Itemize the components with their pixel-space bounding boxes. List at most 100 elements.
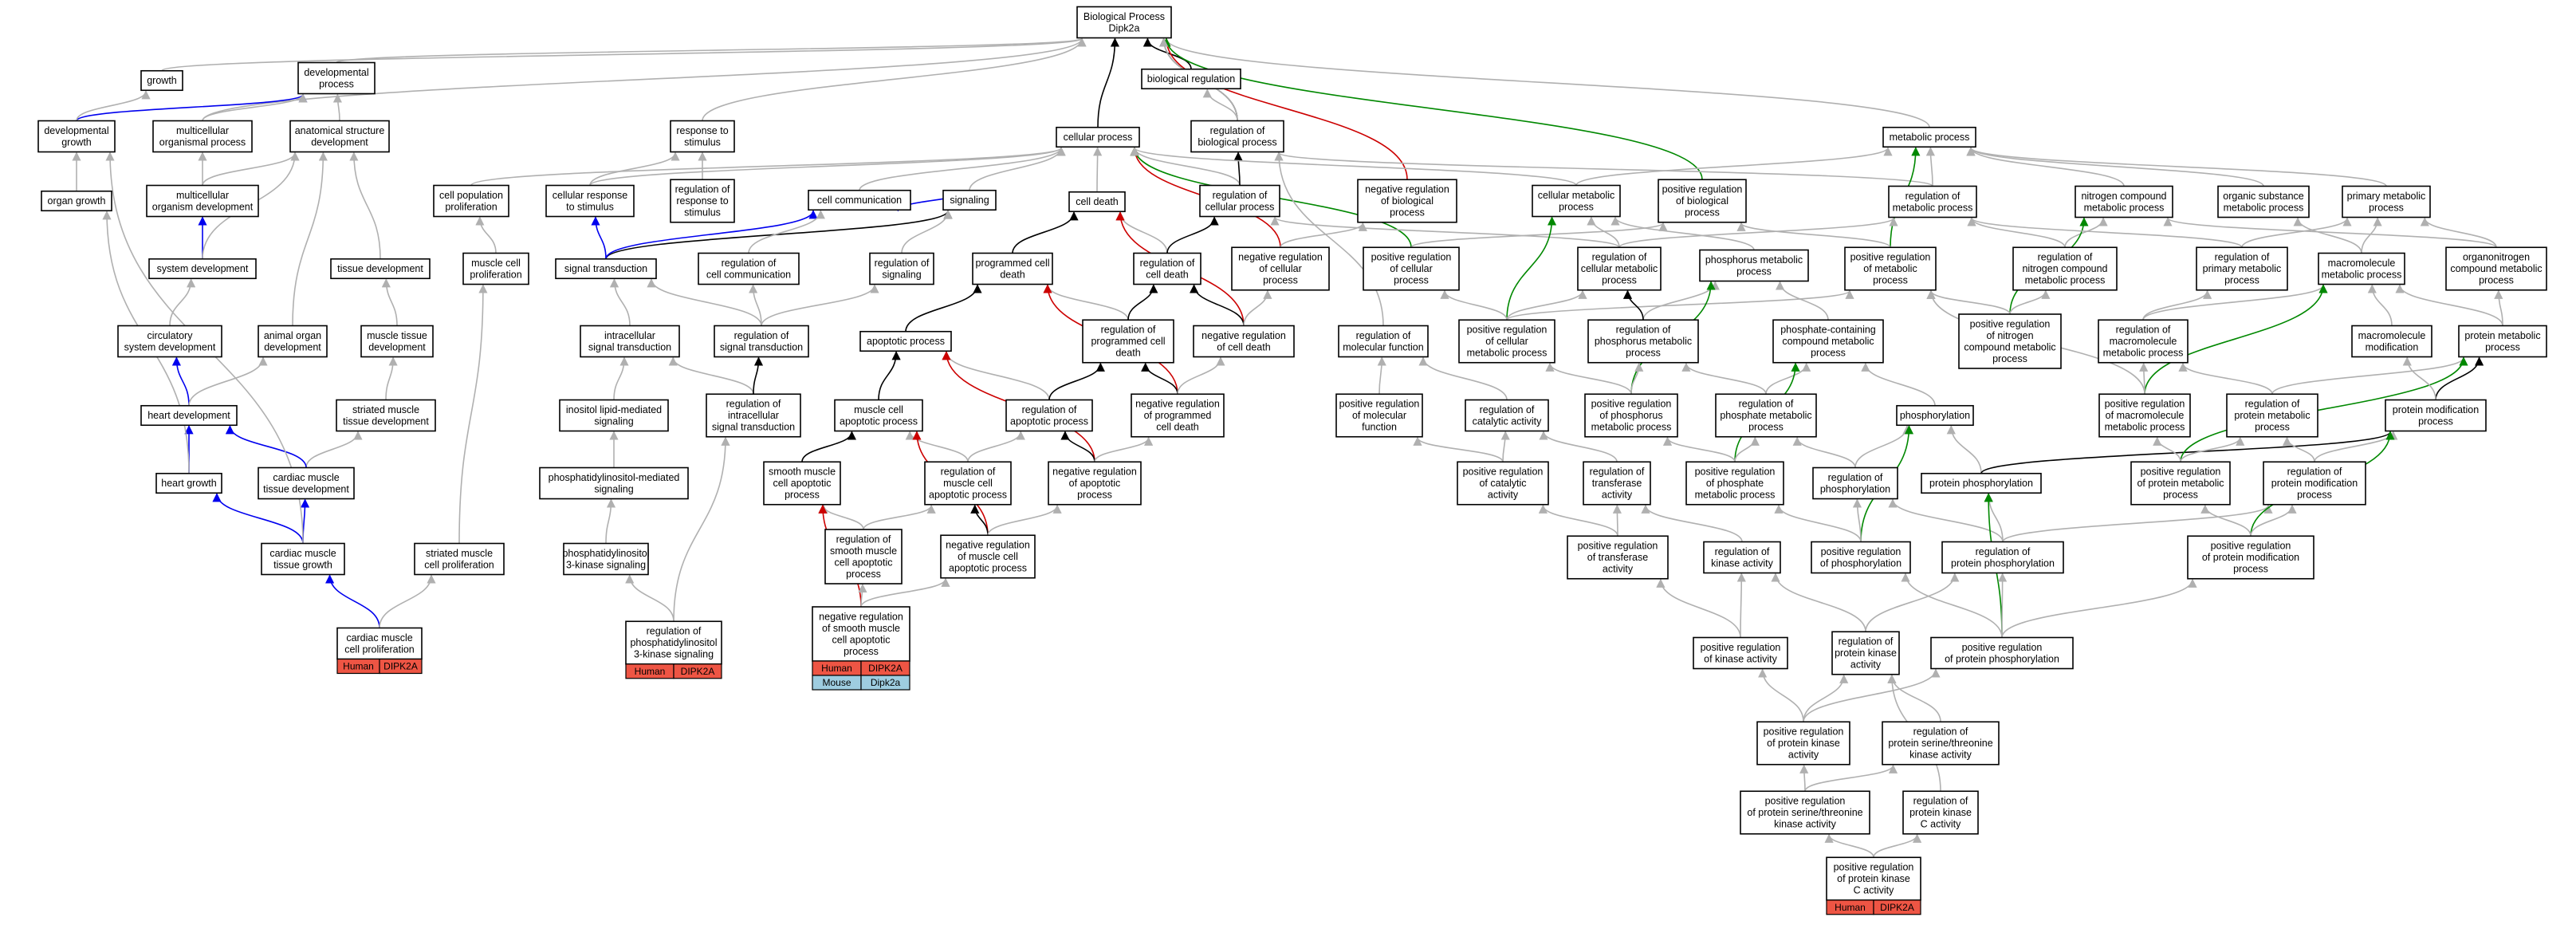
- go-term-node-heartdev[interactable]: heart development: [140, 404, 238, 427]
- go-term-node-apoptotic[interactable]: apoptotic process: [859, 330, 952, 352]
- go-term-node-growth[interactable]: growth: [140, 69, 183, 92]
- go-term-node-celldeath[interactable]: cell death: [1068, 191, 1126, 213]
- go-term-node-cellproc[interactable]: cellular process: [1056, 126, 1140, 148]
- go-term-node-phosphorylation[interactable]: phosphorylation: [1896, 404, 1974, 427]
- go-term-node-biolreg[interactable]: biological regulation: [1141, 68, 1241, 90]
- go-term-node-tissuedev[interactable]: tissue development: [330, 258, 431, 280]
- go-term-node-cellcomm[interactable]: cell communication: [808, 189, 911, 211]
- go-term-node-organgrowth[interactable]: organ growth: [41, 190, 112, 212]
- go-term-node-signaling[interactable]: signaling: [942, 189, 997, 211]
- go-term-node-protphos[interactable]: protein phosphorylation: [1921, 472, 2042, 494]
- go-term-node-sigtrans[interactable]: signal transduction: [555, 258, 657, 280]
